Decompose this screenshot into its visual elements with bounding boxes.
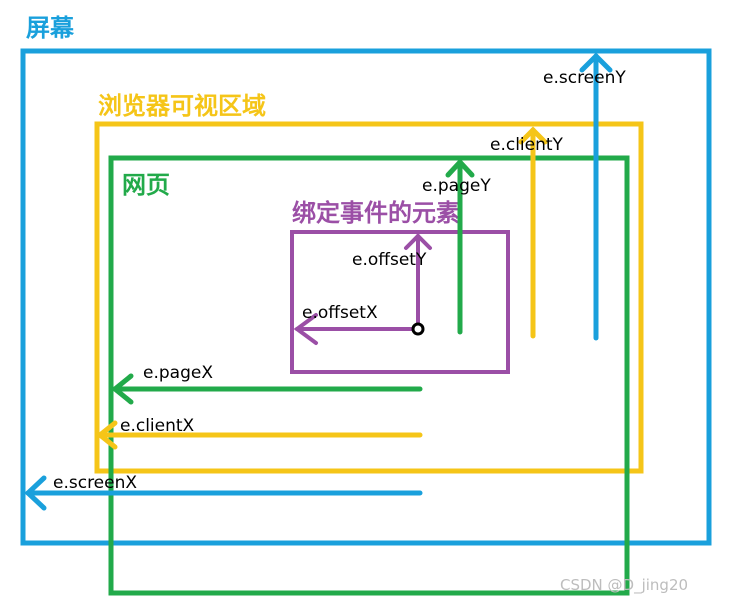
screenX-label: e.screenX <box>53 473 137 493</box>
offsetY-label: e.offsetY <box>352 250 427 270</box>
screen-frame <box>20 48 712 546</box>
screenX-arrow <box>24 475 423 511</box>
clientY-arrow <box>518 126 548 339</box>
browser-viewport-label: 浏览器可视区域 <box>98 92 266 120</box>
screenY-label: e.screenY <box>543 68 626 88</box>
pageX-label: e.pageX <box>143 363 213 383</box>
page-label: 网页 <box>122 171 170 199</box>
mouse-point <box>411 322 425 336</box>
pageY-arrow <box>445 158 475 335</box>
browser-viewport-frame <box>94 121 644 474</box>
watermark: CSDN @D_jing20 <box>560 576 688 595</box>
pageX-arrow <box>111 373 423 405</box>
element-label: 绑定事件的元素 <box>292 199 460 227</box>
offsetY-arrow <box>404 233 432 327</box>
offsetX-label: e.offsetX <box>302 303 378 323</box>
clientX-label: e.clientX <box>120 416 195 436</box>
offsetX-arrow <box>293 313 416 345</box>
element-frame <box>290 230 510 374</box>
page-frame <box>108 155 630 596</box>
clientY-label: e.clientY <box>490 135 564 155</box>
screenY-arrow <box>579 52 613 341</box>
pageY-label: e.pageY <box>422 176 491 196</box>
clientX-arrow <box>95 420 423 450</box>
screen-label: 屏幕 <box>26 14 75 42</box>
